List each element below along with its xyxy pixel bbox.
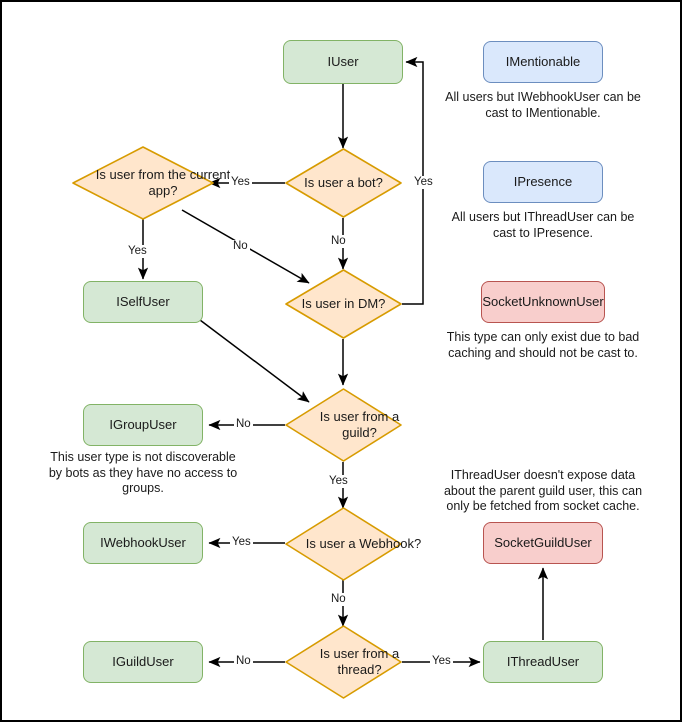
edge-label-bot-no: No	[329, 235, 348, 248]
edge-label-current-app-no: No	[231, 240, 250, 253]
node-imentionable[interactable]: IMentionable	[483, 41, 603, 83]
node-iguilduser[interactable]: IGuildUser	[83, 641, 203, 683]
decision-is-user-a-bot[interactable]: Is user a bot?	[285, 148, 402, 218]
note-igroupuser: This user type is not discoverable by bo…	[48, 450, 238, 495]
note-socketunknownuser: This type can only exist due to bad cach…	[446, 330, 640, 360]
edge-label-thread-no: No	[234, 655, 253, 668]
edge-label-thread-yes: Yes	[430, 655, 453, 668]
decision-is-user-in-dm[interactable]: Is user in DM?	[285, 269, 402, 339]
decision-is-user-from-a-guild[interactable]: Is user from a guild?	[285, 388, 402, 462]
note-ipresence: All users but IThreadUser can be cast to…	[451, 210, 635, 240]
node-iuser-label: IUser	[327, 54, 359, 69]
decision-is-user-from-current-app[interactable]: Is user from the current app?	[72, 146, 230, 220]
edge-label-current-app-yes: Yes	[126, 245, 149, 258]
edge-label-guild-no: No	[234, 418, 253, 431]
edge-label-guild-yes: Yes	[327, 475, 350, 488]
node-igroupuser[interactable]: IGroupUser	[83, 404, 203, 446]
node-ithreaduser-label: IThreadUser	[506, 654, 580, 669]
node-iwebhookuser[interactable]: IWebhookUser	[83, 522, 203, 564]
node-ithreaduser[interactable]: IThreadUser	[483, 641, 603, 683]
node-iselfuser[interactable]: ISelfUser	[83, 281, 203, 323]
edge-label-webhook-no: No	[329, 593, 348, 606]
node-iwebhookuser-label: IWebhookUser	[100, 535, 186, 550]
note-imentionable: All users but IWebhookUser can be cast t…	[445, 90, 641, 120]
node-socketguilduser[interactable]: SocketGuildUser	[483, 522, 603, 564]
edge-label-bot-yes: Yes	[229, 176, 252, 189]
node-imentionable-label: IMentionable	[505, 54, 581, 69]
node-iuser[interactable]: IUser	[283, 40, 403, 84]
decision-is-user-a-webhook[interactable]: Is user a Webhook?	[285, 507, 421, 581]
node-iselfuser-label: ISelfUser	[116, 294, 170, 309]
node-ipresence[interactable]: IPresence	[483, 161, 603, 203]
edge-label-dm-yes: Yes	[412, 176, 435, 189]
node-socketunknownuser[interactable]: SocketUnknownUser	[481, 281, 605, 323]
node-igroupuser-label: IGroupUser	[109, 417, 177, 432]
node-ipresence-label: IPresence	[513, 174, 573, 189]
node-iguilduser-label: IGuildUser	[112, 654, 174, 669]
node-socketunknownuser-label: SocketUnknownUser	[482, 294, 604, 309]
note-socketguilduser: IThreadUser doesn't expose data about th…	[443, 468, 643, 513]
node-socketguilduser-label: SocketGuildUser	[494, 535, 592, 550]
decision-is-user-from-a-thread[interactable]: Is user from a thread?	[285, 625, 402, 699]
edge-label-webhook-yes: Yes	[230, 536, 253, 549]
